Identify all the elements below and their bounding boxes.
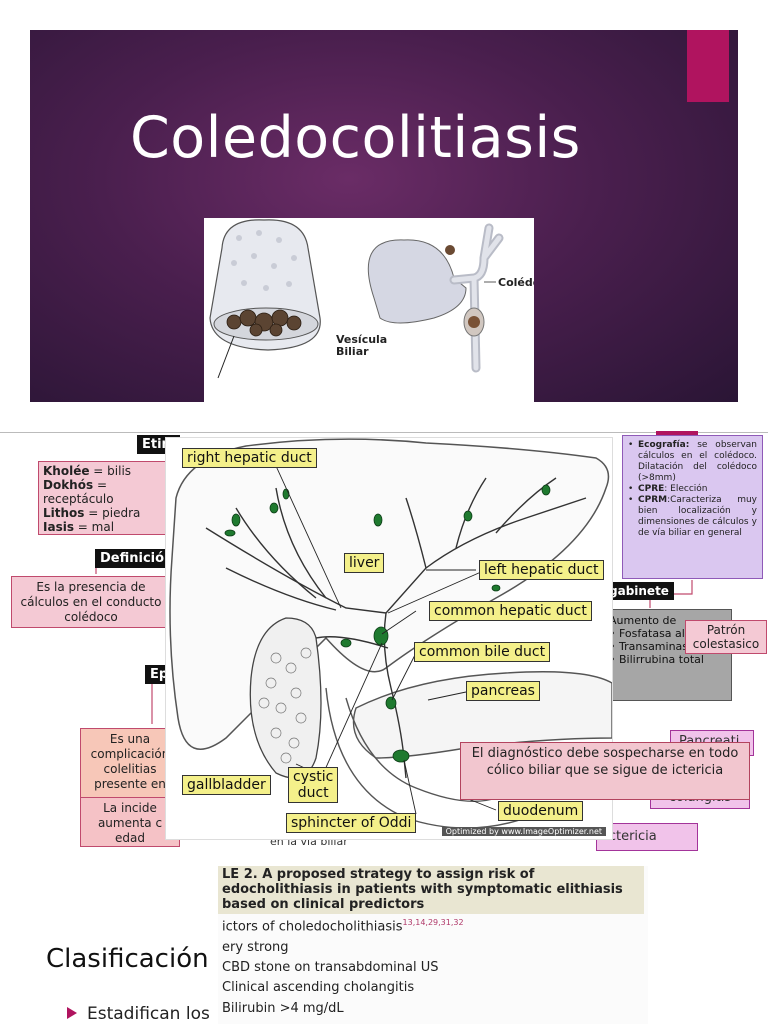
etimologia-line: Lithos = piedra: [43, 506, 141, 520]
patron-colestasico-box: Patrón colestasico: [685, 620, 767, 654]
diagnostico-box: El diagnóstico debe sospecharse en todo …: [460, 742, 750, 800]
table-title: LE 2. A proposed strategy to assign risk…: [218, 866, 644, 914]
definicion-header: Definició: [95, 549, 170, 568]
epidemiologia-box-2: La incide aumenta c edad: [80, 797, 180, 847]
clasificacion-heading: Clasificación: [46, 944, 209, 974]
table-cbd-stone: CBD stone on transabdominal US: [222, 960, 439, 975]
label-left-hepatic-duct: left hepatic duct: [479, 560, 604, 580]
gallbladder-drawing: [209, 219, 504, 379]
bullet-arrow-icon: [67, 1007, 77, 1019]
imagen-item: CPRE: Elección: [628, 484, 757, 495]
label-common-bile-duct: common bile duct: [414, 642, 551, 662]
etimologia-line: Kholée = bilis: [43, 464, 132, 478]
definicion-box: Es la presencia de cálculos en el conduc…: [11, 576, 171, 628]
etimologia-line: Dokhós =: [43, 478, 107, 492]
gallbladder-illustration: Vesícula Biliar Colédo: [204, 218, 534, 402]
gabinete-header: gabinete: [604, 582, 674, 600]
etimologia-box: Kholée = bilis Dokhós = receptáculo Lith…: [38, 461, 168, 535]
label-sphincter-of-oddi: sphincter of Oddi: [286, 813, 417, 833]
etimologia-line: receptáculo: [43, 492, 114, 506]
slide-1-title: Coledocolitiasis: [130, 105, 581, 171]
table-predictors-line: ictors of choledocholithiasis13,14,29,31…: [222, 918, 464, 935]
imagen-item: Ecografía: se observan cálculos en el co…: [628, 440, 757, 484]
optimizer-watermark: Optimized by www.ImageOptimizer.net: [441, 827, 606, 836]
imagen-list: Ecografía: se observan cálculos en el co…: [628, 440, 757, 539]
ictericia-box: Ictericia: [596, 823, 698, 851]
label-duodenum: duodenum: [498, 801, 584, 821]
imagen-item: CPRM:Caracteriza muy bien localización y…: [628, 495, 757, 539]
label-gallbladder: gallbladder: [182, 775, 271, 795]
label-right-hepatic-duct: right hepatic duct: [182, 448, 317, 468]
label-common-hepatic-duct: common hepatic duct: [429, 601, 592, 621]
liver-drawing: [169, 438, 612, 829]
table-cholangitis: Clinical ascending cholangitis: [222, 980, 415, 995]
label-liver: liver: [344, 553, 385, 573]
estadifican-text: Estadifican los: [87, 1004, 210, 1024]
label-pancreas: pancreas: [466, 681, 540, 701]
etimologia-line: Iasis = mal: [43, 520, 115, 534]
gabinete-item: Bilirrubina total: [609, 653, 725, 666]
table-very-strong: ery strong: [222, 940, 289, 955]
coledoco-label: Colédo: [498, 276, 534, 289]
vesicula-label: Vesícula Biliar: [336, 333, 388, 358]
slide-1: Coledocolitiasis Vesícula: [30, 30, 738, 402]
slide-1-accent-tab: [687, 30, 729, 102]
imagen-box: Ecografía: se observan cálculos en el co…: [622, 435, 763, 579]
risk-table-excerpt: LE 2. A proposed strategy to assign risk…: [218, 866, 648, 1024]
gabinete-intro: Aumento de: [609, 614, 677, 627]
epidemiologia-box-1: Es una complicación colelitias presente …: [80, 728, 180, 798]
table-bilirubin: Bilirubin >4 mg/dL: [222, 1001, 344, 1016]
label-cystic-duct: cystic duct: [288, 767, 339, 803]
